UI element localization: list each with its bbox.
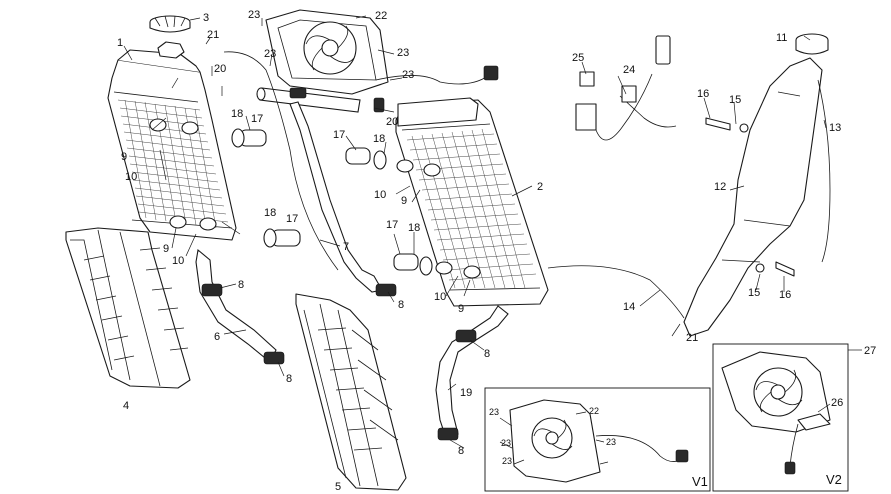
callout-16: 16 [697,88,709,100]
right-radiator-core-grid [406,128,537,289]
bolt [705,117,731,131]
callout-8: 8 [458,445,464,457]
callout-23: 23 [606,437,616,447]
hose-clamp [201,283,223,297]
callout-18: 18 [408,222,420,234]
washer [755,263,765,273]
callout-17: 17 [286,213,298,225]
callout-18: 18 [231,108,243,120]
washer [739,123,749,133]
callout-9: 9 [163,243,169,255]
callout-22: 22 [375,10,387,22]
callout-17: 17 [386,219,398,231]
callout-21: 21 [686,332,698,344]
callout-15: 15 [729,94,741,106]
hose-clamp [455,329,477,343]
callout-12: 12 [714,181,726,193]
callout-16: 16 [779,289,791,301]
callout-6: 6 [214,331,220,343]
callout-15: 15 [748,287,760,299]
small-hose-left-bottom [263,228,301,248]
relay [575,71,597,131]
variant-v2-label: V2 [826,472,842,487]
callout-27: 27 [864,345,876,357]
callout-labels: 1 2 3 4 5 6 7 8 8 8 8 8 9 9 9 9 10 10 10… [117,9,841,493]
callout-25: 25 [572,52,584,64]
callout-9: 9 [458,303,464,315]
callout-8: 8 [238,279,244,291]
small-hose-center [345,147,387,170]
callout-17: 17 [251,113,263,125]
callout-26: 26 [831,397,843,409]
callout-11: 11 [776,32,787,44]
callout-24: 24 [623,64,635,76]
bolt [775,261,795,277]
left-radiator-core-grid [117,99,229,229]
variant-v1-box: 23 23 23 23 22 V1 [484,387,711,492]
callout-14: 14 [623,301,635,313]
callout-4: 4 [123,400,129,412]
callout-17: 17 [333,129,345,141]
lower-left-hose [195,248,277,363]
hose-clamp [437,427,459,441]
callout-21: 21 [207,29,219,41]
callout-23: 23 [264,48,276,60]
callout-18: 18 [373,133,385,145]
radiator-cap [149,15,191,33]
center-shroud [295,293,407,491]
callout-8: 8 [484,348,490,360]
callout-8: 8 [286,373,292,385]
callout-22: 22 [589,406,599,416]
callout-2: 2 [537,181,543,193]
callout-19: 19 [460,387,472,399]
callout-5: 5 [335,481,341,493]
callout-10: 10 [434,291,446,303]
variant-v2-box: 27 26 V2 [712,343,876,492]
callout-23: 23 [502,456,512,466]
callout-10: 10 [172,255,184,267]
hose-clamp [375,283,397,297]
callout-23: 23 [489,407,499,417]
expansion-tank [683,33,831,337]
callout-18: 18 [264,207,276,219]
callout-7: 7 [343,241,349,253]
callout-23: 23 [501,438,511,448]
callout-8: 8 [398,299,404,311]
callout-20: 20 [386,116,398,128]
callout-23: 23 [402,69,414,81]
callout-9: 9 [401,195,407,207]
variant-v1-label: V1 [692,474,708,489]
wiring-harness [595,35,677,141]
overflow-tube [547,265,685,319]
callout-23: 23 [397,47,409,59]
callout-20: 20 [214,63,226,75]
callout-23: 23 [248,9,260,21]
small-hose-left-top [231,128,267,148]
callout-10: 10 [374,189,386,201]
hose-clamp [263,351,285,365]
callout-10: 10 [125,171,137,183]
right-radiator [395,97,549,307]
callout-1: 1 [117,37,123,49]
fan-connector [483,65,499,81]
callout-3: 3 [203,12,209,24]
callout-13: 13 [829,122,841,134]
callout-9: 9 [121,151,127,163]
leader-lines [123,15,827,449]
left-shroud [65,227,191,389]
cooling-fan [265,9,499,95]
small-hose-center-low [393,253,433,276]
